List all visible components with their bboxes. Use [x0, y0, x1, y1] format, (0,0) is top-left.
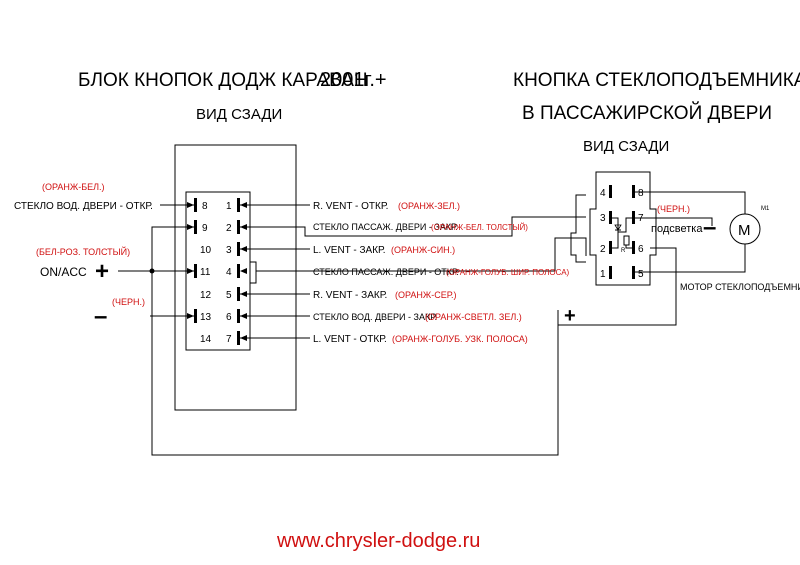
- pin-3-wire-name: L. VENT - ЗАКР.: [313, 245, 386, 256]
- pin-5-wire-color: (ОРАНЖ-СЕР.): [395, 290, 457, 300]
- switch-internal-lamp-icon: R: [612, 217, 632, 254]
- right-block-view: ВИД СЗАДИ: [583, 138, 669, 155]
- motor-symbol: M: [738, 222, 751, 239]
- motor-ref: M1: [761, 206, 770, 212]
- pin-9-contact: [194, 220, 197, 234]
- connector-key: [250, 261, 257, 284]
- pin-7-label: 7: [226, 334, 232, 345]
- pin-11-wire-name: ON/ACC: [40, 265, 87, 279]
- pin-7-wire-color: (ОРАНЖ-ГОЛУБ. УЗК. ПОЛОСА): [392, 334, 528, 344]
- pin-11-contact: [194, 264, 197, 278]
- window-switch-connector: [589, 171, 657, 286]
- window-switch-housing-side: [570, 194, 586, 263]
- pin-7-contact: [237, 331, 240, 345]
- pin-5-wire-name: R. VENT - ЗАКР.: [313, 290, 387, 301]
- pin-8-wire-name: СТЕКЛО ВОД. ДВЕРИ - ОТКР.: [14, 201, 153, 212]
- pin-8-wire-color: (ОРАНЖ-БЕЛ.): [42, 182, 105, 192]
- switch-supply-wire: [558, 247, 677, 326]
- pin-1-wire-name: R. VENT - ОТКР.: [313, 201, 388, 212]
- pin-3-wire-color: (ОРАНЖ-СИН.): [391, 245, 455, 255]
- pin-13-label: 13: [200, 312, 212, 323]
- switch-plus-sign: +: [564, 305, 576, 327]
- pin-12-label: 12: [200, 290, 212, 301]
- pin-13-minus-sign: –: [94, 303, 107, 330]
- pin-4-contact: [237, 264, 240, 278]
- pin-2-wire-color: (ОРАНЖ-БЕЛ. ТОЛСТЫЙ): [431, 223, 528, 232]
- pin-11-plus-sign: +: [95, 258, 109, 285]
- pin-11-label: 11: [200, 267, 211, 278]
- left-connector-pins-column-a: 8 9 10 11 12 13 14: [200, 201, 212, 345]
- switch-pin-3-label: 3: [600, 213, 606, 224]
- motor-wire-bottom: [635, 244, 746, 273]
- window-switch-pins: 4 3 2 1 8 7 6 5: [600, 188, 644, 280]
- left-block-year: 2001г.+: [320, 69, 387, 91]
- pin-11-wire-color: (БЕЛ-РОЗ. ТОЛСТЫЙ): [36, 246, 130, 257]
- switch-pin-5-label: 5: [638, 269, 644, 280]
- pin-13-wire-color: (ЧЕРН.): [112, 297, 145, 307]
- pin-4-wire-color: (ОРАНЖ-ГОЛУБ. ШИР. ПОЛОСА): [446, 268, 570, 277]
- left-side-wires: [118, 202, 559, 456]
- pin-4-label: 4: [226, 267, 232, 278]
- pin-6-label: 6: [226, 312, 232, 323]
- right-block-title-line2: В ПАССАЖИРСКОЙ ДВЕРИ: [522, 102, 772, 124]
- pin-4-wire-name: СТЕКЛО ПАССАЖ. ДВЕРИ - ОТКР.: [313, 267, 459, 277]
- pin-6-contact: [237, 309, 240, 323]
- pin-6-wire-color: (ОРАНЖ-СВЕТЛ. ЗЕЛ.): [425, 312, 522, 322]
- pin-1-contact: [237, 198, 240, 212]
- pin-8-label: 8: [202, 201, 208, 212]
- button-block-housing: [174, 144, 297, 411]
- pin-1-label: 1: [226, 201, 232, 212]
- pin-14-label: 14: [200, 334, 212, 345]
- switch-pin-8-label: 8: [638, 188, 644, 199]
- left-block-title: БЛОК КНОПОК ДОДЖ КАРАВАН: [78, 70, 368, 91]
- website-link[interactable]: www.chrysler-dodge.ru: [276, 530, 480, 552]
- motor-wire-top: [635, 191, 746, 214]
- pin-10-label: 10: [200, 245, 212, 256]
- right-block-title-line1: КНОПКА СТЕКЛОПОДЪЕМНИКА: [513, 70, 800, 91]
- switch-resistor-mark: R: [621, 248, 626, 254]
- backlight-label: подсветка: [651, 223, 703, 235]
- motor-label: МОТОР СТЕКЛОПОДЪЕМНИКА: [680, 282, 800, 292]
- pin-1-wire-color: (ОРАНЖ-ЗЕЛ.): [398, 201, 460, 211]
- pin-2-label: 2: [226, 223, 232, 234]
- pin-6-wire-name: СТЕКЛО ВОД. ДВЕРИ - ЗАКР.: [313, 312, 437, 322]
- backlight-wire-color: (ЧЕРН.): [657, 204, 690, 214]
- pin-7-wire-name: L. VENT - ОТКР.: [313, 334, 387, 345]
- left-connector-pins-column-b: 1 2 3 4 5 6 7: [226, 201, 232, 345]
- switch-pin-4-label: 4: [600, 188, 606, 199]
- switch-pin-6-label: 6: [638, 244, 644, 255]
- switch-pin-2-label: 2: [600, 244, 606, 255]
- left-block-view: ВИД СЗАДИ: [196, 106, 282, 123]
- left-block-right-labels: R. VENT - ОТКР. (ОРАНЖ-ЗЕЛ.) СТЕКЛО ПАСС…: [313, 201, 570, 345]
- pin-13-contact: [194, 309, 197, 323]
- pin-2-wire-name: СТЕКЛО ПАССАЖ. ДВЕРИ - ЗАКР.: [313, 222, 458, 232]
- switch-pin-1-label: 1: [600, 269, 606, 280]
- pin-2-contact: [237, 220, 240, 234]
- pin-8-contact: [194, 198, 197, 212]
- pin-3-label: 3: [226, 245, 232, 256]
- pin-5-contact: [237, 287, 240, 301]
- pin-9-label: 9: [202, 223, 208, 234]
- left-block-right-wires: [240, 202, 587, 341]
- pin-5-label: 5: [226, 290, 232, 301]
- backlight-minus-sign: –: [703, 214, 716, 241]
- pin-3-contact: [237, 242, 240, 256]
